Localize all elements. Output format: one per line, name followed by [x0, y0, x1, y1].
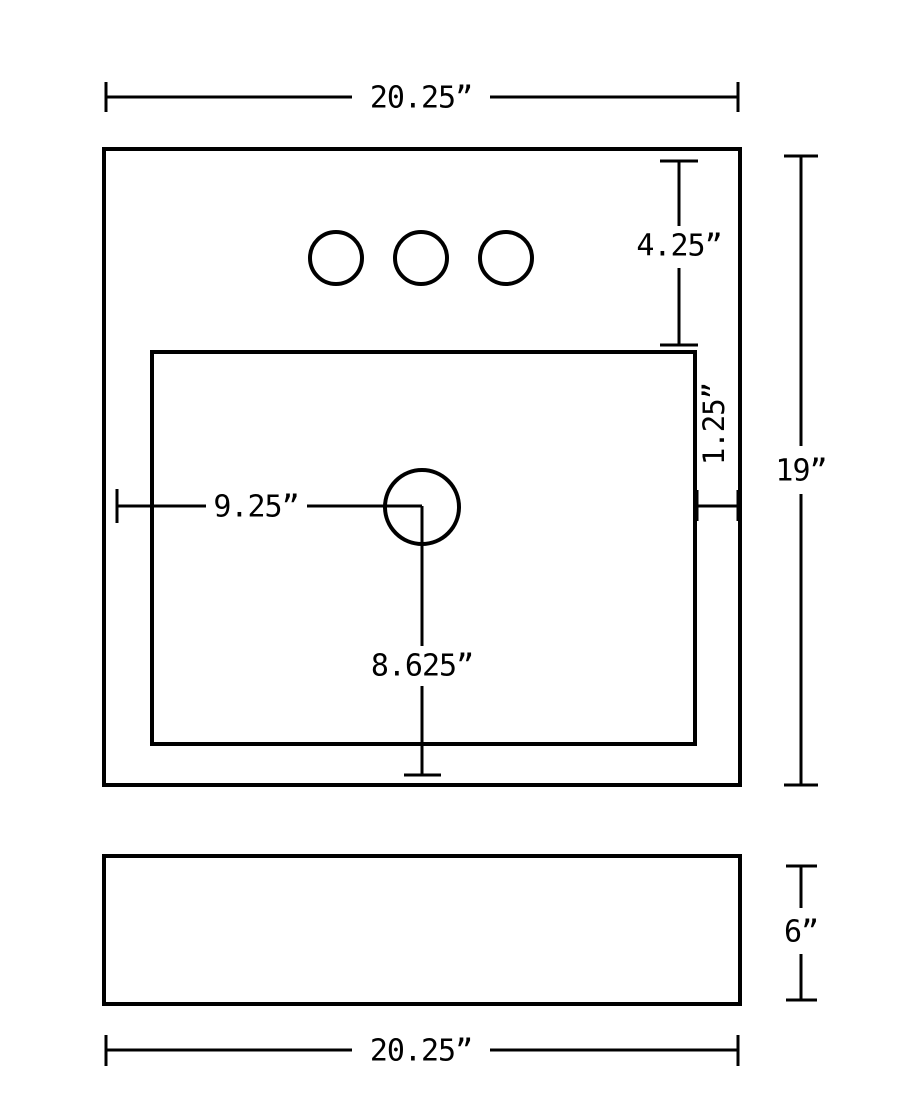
faucet-hole-right — [478, 230, 534, 286]
faucet-hole-center — [393, 230, 449, 286]
rim-inset-label: 1.25” — [697, 383, 731, 465]
drain-left-dimension: 9.25” — [115, 489, 422, 525]
rim-inset-dimension: 1.25” — [695, 383, 740, 521]
drain-hole — [383, 468, 461, 546]
drain-front-label: 8.625” — [371, 649, 473, 684]
faucet-hole-left — [308, 230, 364, 286]
hole-offset-label: 4.25” — [636, 229, 721, 264]
hole-offset-dimension: 4.25” — [636, 159, 723, 347]
sink-rim-outline — [102, 147, 742, 787]
drain-front-dimension: 8.625” — [371, 506, 474, 777]
bottom-width-label: 20.25” — [370, 1034, 472, 1069]
bottom-width-dimension: 20.25” — [104, 1034, 740, 1069]
side-height-label: 6” — [784, 915, 818, 950]
top-width-label: 20.25” — [370, 81, 472, 116]
overall-depth-label: 19” — [775, 454, 826, 489]
side-view-outline — [102, 854, 742, 1006]
drain-left-label: 9.25” — [213, 490, 298, 525]
overall-depth-dimension: 19” — [775, 154, 828, 787]
side-height-dimension: 6” — [784, 864, 819, 1002]
sink-side-view — [102, 854, 742, 1006]
top-width-dimension: 20.25” — [104, 81, 740, 116]
